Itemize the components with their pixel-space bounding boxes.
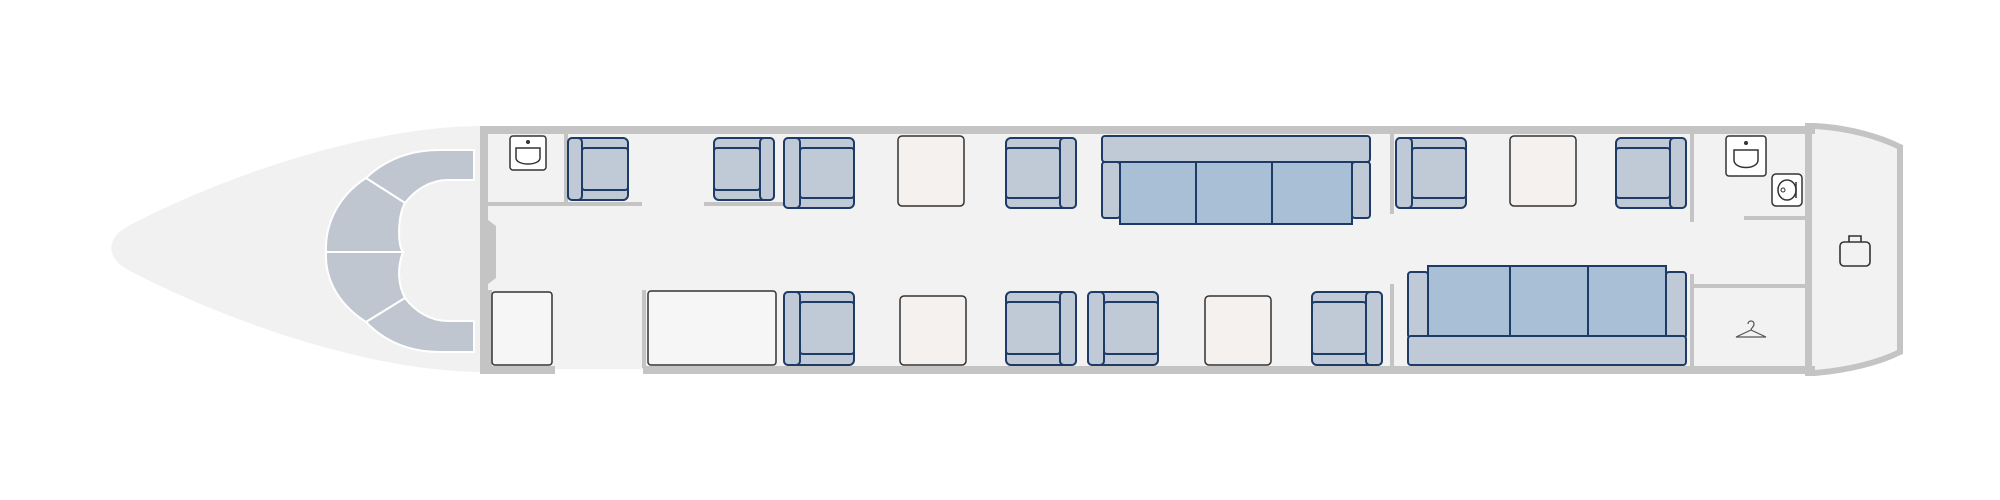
seat-armrest: [567, 137, 583, 201]
luggage-body: [1839, 241, 1871, 267]
sofa-cushion: [1271, 161, 1353, 225]
seat-armrest: [1059, 291, 1077, 366]
sink-icon: [1733, 149, 1759, 169]
sofa[interactable]: [1407, 265, 1687, 366]
partition: [488, 202, 566, 206]
partition: [1690, 274, 1694, 368]
sofa-cushion: [1509, 265, 1589, 337]
sofa-backrest: [1407, 335, 1687, 366]
front-cabinet: [491, 291, 553, 366]
table: [1509, 135, 1577, 207]
partition: [566, 202, 642, 206]
sofa-cushion: [1119, 161, 1197, 225]
partition: [564, 134, 568, 206]
seat[interactable]: [783, 291, 855, 366]
wall-bottom-front: [480, 366, 555, 374]
aircraft-tail: [1805, 123, 1903, 376]
sofa-cushion: [1587, 265, 1667, 337]
seat-armrest: [1669, 137, 1687, 209]
wall-top: [480, 126, 1815, 134]
sofa-armrest: [1351, 161, 1371, 219]
wall-front: [480, 126, 488, 374]
seat-cushion: [1411, 147, 1467, 199]
partition: [1690, 134, 1694, 222]
seat-armrest: [1059, 137, 1077, 209]
seat[interactable]: [1005, 137, 1077, 209]
seat[interactable]: [1005, 291, 1077, 366]
seat-cushion: [1005, 301, 1061, 355]
toilet-base: [1771, 173, 1803, 207]
seat-cushion: [713, 147, 761, 191]
partitions: [488, 134, 1806, 368]
seat-cushion: [581, 147, 629, 191]
partition: [488, 290, 492, 368]
partition: [1390, 134, 1394, 214]
seat-cushion: [1103, 301, 1159, 355]
luggage-handle: [1848, 235, 1862, 242]
hanger-body: [1735, 329, 1767, 338]
sink-icon: [515, 147, 541, 165]
seat[interactable]: [1087, 291, 1159, 366]
sofa-armrest: [1665, 271, 1687, 339]
partition: [1390, 284, 1394, 368]
sofa-armrest: [1101, 161, 1121, 219]
seat-armrest: [1087, 291, 1105, 366]
sink-faucet: [526, 140, 530, 144]
seat-cushion: [1311, 301, 1367, 355]
seat-cushion: [1615, 147, 1671, 199]
table: [899, 295, 967, 366]
cockpit-bench-segment: [364, 296, 475, 353]
sink-counter: [1725, 135, 1767, 177]
table: [1204, 295, 1272, 366]
seat[interactable]: [1615, 137, 1687, 209]
seat-cushion: [1005, 147, 1061, 199]
seat-armrest: [783, 137, 801, 209]
luggage-icon: [1839, 235, 1871, 267]
wall-bottom: [643, 366, 1815, 374]
cockpit-bench: [324, 149, 475, 353]
sink-faucet: [1744, 141, 1748, 145]
rear-lavatory-sink: [1725, 135, 1767, 177]
seat[interactable]: [567, 137, 629, 201]
table: [897, 135, 965, 207]
sofa-backrest: [1101, 135, 1371, 163]
front-lavatory-sink: [509, 135, 547, 171]
seat-cushion: [799, 147, 855, 199]
seat[interactable]: [713, 137, 775, 201]
partition: [642, 290, 646, 368]
entry-door: [488, 220, 496, 284]
sofa[interactable]: [1101, 135, 1371, 225]
partition: [1690, 284, 1806, 288]
toilet-icon: [1771, 173, 1803, 207]
seat[interactable]: [1395, 137, 1467, 209]
seat-armrest: [783, 291, 801, 366]
bulkhead-rear: [1806, 126, 1812, 374]
hanger-icon: [1735, 320, 1767, 338]
credenza: [647, 290, 777, 366]
seat-armrest: [759, 137, 775, 201]
sofa-armrest: [1407, 271, 1429, 339]
toilet-flush: [1780, 187, 1786, 193]
seat-cushion: [799, 301, 855, 355]
seat[interactable]: [1311, 291, 1383, 366]
sofa-cushion: [1427, 265, 1511, 337]
sofa-cushion: [1195, 161, 1273, 225]
partition: [704, 202, 784, 206]
seat-armrest: [1365, 291, 1383, 366]
partition: [1744, 216, 1806, 220]
seat[interactable]: [783, 137, 855, 209]
hanger-hook: [1747, 320, 1755, 331]
seat-armrest: [1395, 137, 1413, 209]
